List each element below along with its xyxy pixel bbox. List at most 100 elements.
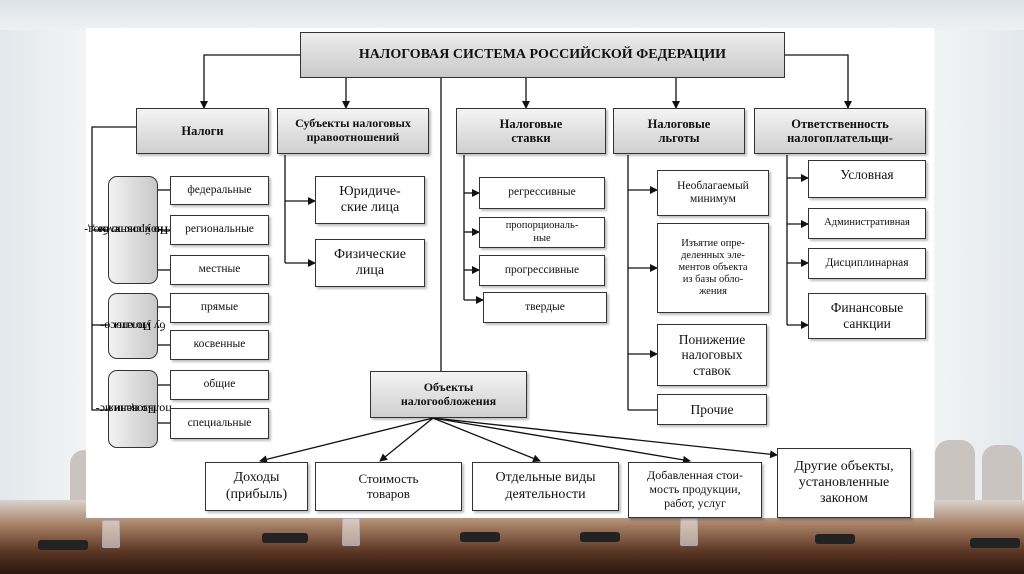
tax-item: специальные [170,408,269,439]
taxes-group-label: пользования [108,402,172,417]
category-taxes: Налоги [136,108,269,154]
object-item: Другие объекты, установленные законом [777,448,911,518]
responsibility-item: Административная [808,208,926,239]
benefit-item-label: из базы обло- [682,274,744,286]
rate-item: пропорциональ- ные [479,217,605,248]
benefit-item-label: минимум [690,193,736,205]
category-benefits: Налоговые льготы [613,108,745,154]
category-benefits-label: Налоговые льготы [647,116,711,145]
tax-item-label: федеральные [187,183,252,196]
taxes-group-purpose: По цели ис-пользования [96,370,172,448]
benefit-item-label: ставок [693,362,731,378]
category-rates: Налоговые ставки [456,108,606,154]
taxes-group-payment-method: По спосо-бу уплаты [101,293,166,359]
rate-item-label: прогрессивные [504,263,580,276]
microphone-icon [815,534,855,544]
category-rates-label: Налоговые ставки [499,116,563,145]
object-item-label: законом [820,491,868,507]
subject-label: Физические [334,246,406,262]
object-item-label: работ, услуг [664,495,726,510]
rate-item-label: ные [533,232,551,244]
object-item-label: (прибыль) [225,486,288,502]
object-item: Добавленная стои- мость продукции, работ… [628,462,762,518]
object-item: Отдельные виды деятельности [472,462,619,511]
benefit-item-label: налоговых [681,347,743,363]
rate-item-label: регрессивные [508,186,576,199]
object-item-label: Отдельные виды [495,470,596,486]
benefit-item: Изъятие опре- деленных эле- ментов объек… [657,223,769,313]
tax-item: местные [170,255,269,285]
rate-item: регрессивные [479,177,605,209]
object-item-label: деятельности [505,486,586,502]
responsibility-item: Дисциплинарная [808,248,926,279]
tax-item: прямые [170,293,269,323]
subject-individuals: Физические лица [315,239,425,287]
tax-item-label: региональные [185,223,254,236]
responsibility-item: Условная [808,160,926,198]
objects-header: Объекты налогообложения [370,371,527,418]
responsibility-item-label: Дисциплинарная [825,256,909,269]
microphone-icon [262,533,308,543]
object-item-label: Добавленная стои- [647,468,743,483]
tax-item: косвенные [170,330,269,360]
benefit-item-label: Понижение [678,331,746,347]
microphone-icon [580,532,620,542]
rate-item: прогрессивные [479,255,605,286]
tax-item-label: косвенные [193,338,246,351]
glass-icon [102,520,120,548]
microphone-icon [970,538,1020,548]
glass-icon [680,518,698,546]
object-item-label: установленные [798,474,890,490]
benefit-item-label: Необлагаемый [677,179,749,192]
objects-header-label: Объекты [423,379,474,394]
benefit-item-label: Изъятие опре- [681,237,745,249]
tax-item-label: специальные [187,416,252,429]
taxes-group-label: бу уплаты [114,319,166,334]
subject-label: лица [355,263,385,278]
rate-item: твердые [483,292,607,323]
object-item-label: Стоимость [358,470,419,486]
responsibility-item-label: санкции [843,316,891,331]
object-item-label: мость продукции, [649,482,741,497]
benefit-item: Необлагаемый минимум [657,170,769,216]
object-item-label: товаров [367,485,410,501]
subject-label: Юридиче- [339,183,401,199]
category-responsibility-label: Ответственность налогоплательщи- [787,116,893,145]
benefit-item: Прочие [657,394,767,425]
subject-legal-entities: Юридиче- ские лица [315,176,425,224]
background-right [932,30,1024,500]
object-item: Стоимость товаров [315,462,462,511]
category-taxes-label: Налоги [181,123,224,138]
microphone-icon [38,540,88,550]
object-item-label: Другие объекты, [794,458,894,474]
tax-item-label: прямые [200,301,239,314]
subject-label: ские лица [340,200,400,215]
benefit-item: Понижение налоговых ставок [657,324,767,386]
diagram-title-text: НАЛОГОВАЯ СИСТЕМА РОССИЙСКОЙ ФЕДЕРАЦИИ [358,46,727,62]
glass-icon [342,518,360,546]
category-subjects-label: Субъекты налоговых правоотношений [295,116,411,144]
background-wall [0,0,1024,30]
tax-item-label: местные [198,263,241,276]
object-item: Доходы (прибыль) [205,462,308,511]
microphone-icon [460,532,500,542]
background-left [0,30,86,500]
rate-item-label: пропорциональ- [505,220,579,232]
diagram-title: НАЛОГОВАЯ СИСТЕМА РОССИЙСКОЙ ФЕДЕРАЦИИ [300,32,785,78]
benefit-item-label: деленных эле- [681,249,745,261]
tax-item: общие [170,370,269,400]
responsibility-item-label: Финансовые [830,300,904,316]
responsibility-item-label: Условная [840,167,894,182]
tax-item: федеральные [170,176,269,205]
objects-header-label: налогообложения [400,393,497,408]
tax-item-label: общие [203,378,236,391]
category-responsibility: Ответственность налогоплательщи- [754,108,926,154]
benefit-item-label: жения [699,286,727,298]
tax-item: региональные [170,215,269,245]
benefit-item-label: Прочие [690,401,734,417]
category-subjects: Субъекты налоговых правоотношений [277,108,429,154]
rate-item-label: твердые [525,300,565,313]
taxes-group-budget-level: По уровню бюд-жетной системы [84,176,182,284]
benefit-item-label: ментов объекта [678,261,748,273]
